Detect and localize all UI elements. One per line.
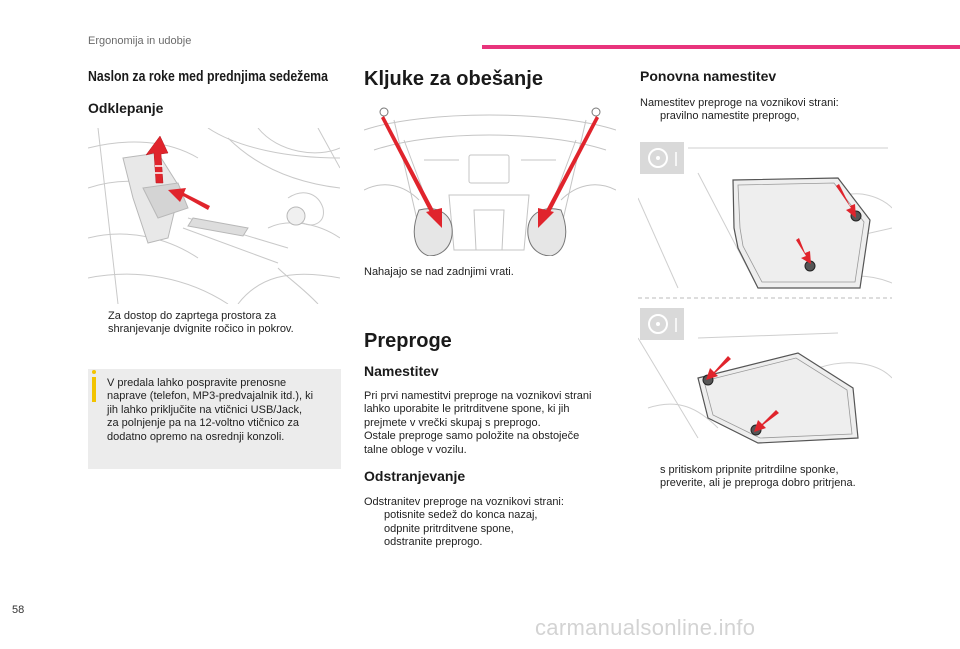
info-note-box	[88, 369, 341, 469]
removal-text: Odstranitev preproge na voznikovi strani…	[364, 496, 564, 549]
steering-wheel-icon	[640, 142, 684, 174]
removal-subtitle: Odstranjevanje	[364, 468, 466, 484]
carpets-title: Preproge	[364, 330, 452, 352]
arrow-clip-3-icon	[706, 356, 731, 380]
reinstall-intro: Namestitev preproge na voznikovi strani:…	[640, 97, 839, 123]
reinstall-title: Ponovna namestitev	[640, 68, 777, 84]
arrow-up-icon	[145, 135, 169, 184]
arrow-lever-icon	[168, 188, 210, 210]
hooks-title: Kljuke za obešanje	[364, 68, 543, 90]
armrest-bullet: Za dostop do zaprtega prostora za shranj…	[108, 310, 294, 336]
info-icon	[92, 370, 96, 374]
info-note-text: V predala lahko pospravite prenosne napr…	[107, 377, 314, 443]
arrow-right-hook-icon	[538, 116, 599, 228]
arrow-left-hook-icon	[381, 116, 442, 228]
arrow-clip-4-icon	[754, 410, 779, 432]
watermark: carmanualsonline.info	[535, 615, 756, 640]
armrest-title: Naslon za roke med prednjima sedežema	[88, 68, 328, 85]
armrest-illustration	[88, 128, 340, 304]
arrow-clip-1-icon	[836, 184, 856, 218]
install-text: Pri prvi namestitvi preproge na voznikov…	[364, 390, 592, 456]
hook-right-icon	[591, 107, 601, 117]
hook-left-icon	[379, 107, 389, 117]
install-subtitle: Namestitev	[364, 363, 439, 379]
reinstall-steps: s pritiskom pripnite pritrdilne sponke, …	[660, 464, 856, 490]
steering-wheel-icon-2	[640, 308, 684, 340]
arrow-clip-2-icon	[796, 238, 811, 264]
header-accent-bar	[482, 45, 960, 49]
section-header: Ergonomija in udobje	[88, 35, 192, 47]
info-icon-bar	[92, 377, 96, 402]
hooks-illustration	[364, 107, 616, 256]
carpet-illustration	[638, 142, 892, 444]
page-number: 58	[12, 604, 25, 616]
hooks-caption: Nahajajo se nad zadnjimi vrati.	[364, 266, 514, 278]
unlocking-subtitle: Odklepanje	[88, 100, 164, 116]
